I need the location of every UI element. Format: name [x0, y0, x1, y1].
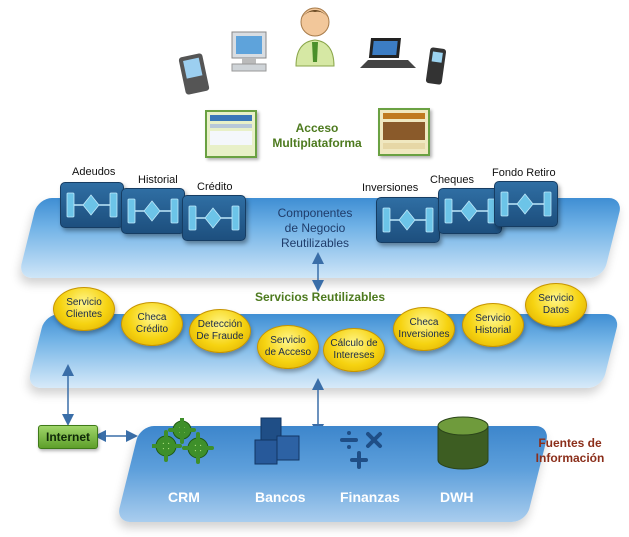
business-components-line2: de Negocio: [284, 221, 346, 235]
information-sources-title-line1: Fuentes de: [538, 436, 602, 450]
service-calculo-intereses-line2: Intereses: [333, 350, 375, 361]
devices-row: [178, 7, 447, 95]
source-label-bancos: Bancos: [255, 489, 306, 505]
service-historial: Servicio Historial: [462, 303, 524, 347]
component-block-inversiones: [376, 197, 440, 243]
service-checa-credito-line1: Checa: [137, 312, 167, 323]
web-screenshot-right: [378, 108, 430, 156]
reusable-services-caption: Servicios Reutilizables: [254, 290, 386, 304]
component-label-credito: Crédito: [197, 181, 233, 193]
service-de-acceso-line1: Servicio: [270, 335, 306, 346]
access-caption-line2: Multiplataforma: [272, 136, 362, 150]
service-deteccion-fraude-line2: De Fraude: [196, 331, 244, 342]
component-label-historial: Historial: [138, 174, 178, 186]
service-clientes: Servicio Clientes: [53, 287, 115, 331]
component-glyph-icon: [500, 191, 552, 217]
service-checa-inversiones: Checa Inversiones: [393, 307, 455, 351]
service-deteccion-fraude: Detección De Fraude: [189, 309, 251, 353]
access-caption: Acceso Multiplataforma: [262, 121, 372, 151]
component-label-fondo-retiro: Fondo Retiro: [492, 167, 556, 179]
component-block-historial: [121, 188, 185, 234]
component-label-inversiones: Inversiones: [362, 182, 419, 194]
access-caption-line1: Acceso: [295, 121, 339, 135]
business-components-line1: Componentes: [277, 206, 353, 220]
service-datos: Servicio Datos: [525, 283, 587, 327]
service-historial-line2: Historial: [474, 325, 512, 336]
user-person-icon: [295, 7, 335, 67]
component-glyph-icon: [382, 207, 434, 233]
service-clientes-line2: Clientes: [65, 309, 103, 320]
component-glyph-icon: [188, 205, 240, 231]
source-label-finanzas: Finanzas: [340, 489, 400, 505]
business-components-line3: Reutilizables: [280, 236, 350, 250]
service-checa-credito-line2: Crédito: [135, 324, 169, 335]
pda-icon: [178, 53, 210, 95]
component-block-adeudos: [60, 182, 124, 228]
service-datos-line1: Servicio: [538, 293, 574, 304]
service-clientes-line1: Servicio: [66, 297, 102, 308]
service-calculo-intereses-line1: Cálculo de: [330, 338, 378, 349]
mobile-phone-icon: [425, 47, 447, 85]
component-label-cheques: Cheques: [430, 174, 475, 186]
service-checa-credito: Checa Crédito: [121, 302, 183, 346]
service-de-acceso-line2: de Acceso: [264, 347, 312, 358]
service-historial-line1: Servicio: [475, 313, 511, 324]
component-block-cheques: [438, 188, 502, 234]
desktop-computer-icon: [231, 31, 267, 72]
source-label-dwh: DWH: [440, 489, 474, 505]
gears-icon: [152, 418, 214, 464]
service-de-acceso: Servicio de Acceso: [257, 325, 319, 369]
internet-box: Internet: [38, 425, 98, 449]
component-glyph-icon: [127, 198, 179, 224]
information-sources-title: Fuentes de Información: [522, 436, 618, 466]
service-deteccion-fraude-line1: Detección: [197, 319, 243, 330]
source-label-crm: CRM: [168, 489, 200, 505]
component-glyph-icon: [66, 192, 118, 218]
service-checa-inversiones-line1: Checa: [409, 317, 439, 328]
component-label-adeudos: Adeudos: [72, 166, 116, 178]
laptop-icon: [360, 38, 416, 68]
service-calculo-intereses: Cálculo de Intereses: [323, 328, 385, 372]
math-symbols-icon: [340, 431, 382, 469]
service-datos-line2: Datos: [542, 305, 570, 316]
information-sources-title-line2: Información: [535, 451, 605, 465]
service-checa-inversiones-line2: Inversiones: [398, 329, 450, 340]
component-block-credito: [182, 195, 246, 241]
business-components-caption: Componentes de Negocio Reutilizables: [260, 206, 370, 251]
web-screenshot-left: [205, 110, 257, 158]
database-cylinder-icon: [437, 416, 489, 470]
component-block-fondo-retiro: [494, 181, 558, 227]
blocks-icon: [254, 417, 300, 465]
